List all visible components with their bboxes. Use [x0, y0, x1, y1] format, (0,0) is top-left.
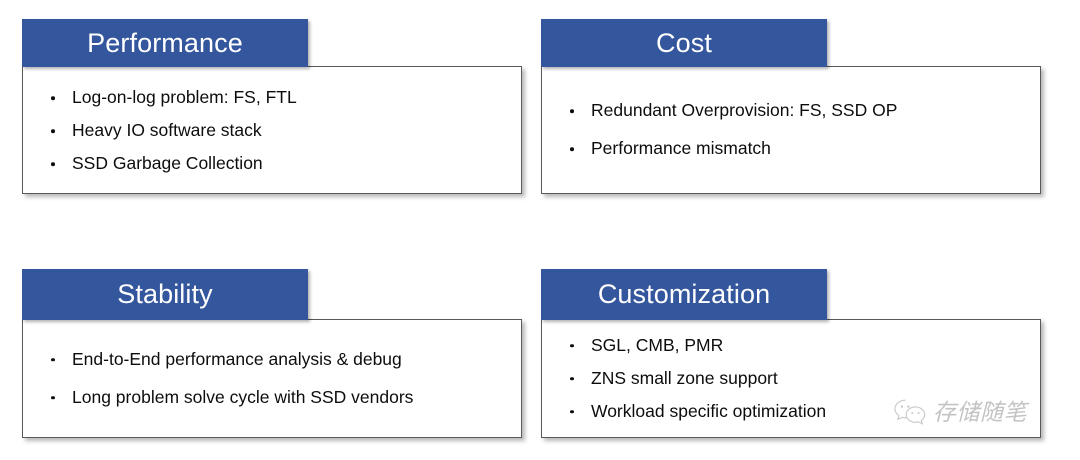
list-item-label: SSD Garbage Collection: [72, 153, 263, 174]
card-customization-bullet-list: SGL, CMB, PMR ZNS small zone support Wor…: [542, 329, 1040, 428]
card-cost-title: Cost: [656, 27, 712, 58]
card-performance-bullet-list: Log-on-log problem: FS, FTL Heavy IO sof…: [23, 82, 521, 181]
card-stability-banner: Stability: [22, 269, 308, 320]
bullet-dot-icon: [51, 129, 55, 133]
list-item: SGL, CMB, PMR: [542, 329, 1040, 362]
bullet-dot-icon: [570, 343, 574, 348]
card-stability-body: End-to-End performance analysis & debug …: [22, 319, 522, 438]
card-cost-bullet-list: Redundant Overprovision: FS, SSD OP Perf…: [542, 92, 1040, 168]
card-stability-bullet-list: End-to-End performance analysis & debug …: [23, 341, 521, 417]
list-item: Redundant Overprovision: FS, SSD OP: [542, 92, 1040, 130]
list-item: Performance mismatch: [542, 130, 1040, 168]
list-item-label: Log-on-log problem: FS, FTL: [72, 87, 297, 108]
list-item-label: SGL, CMB, PMR: [591, 334, 724, 355]
bullet-dot-icon: [51, 162, 55, 166]
list-item: Heavy IO software stack: [23, 115, 521, 148]
card-cost-banner: Cost: [541, 19, 827, 67]
list-item-label: Heavy IO software stack: [72, 120, 262, 141]
bullet-dot-icon: [570, 147, 574, 151]
bullet-dot-icon: [51, 395, 55, 400]
card-cost-body: Redundant Overprovision: FS, SSD OP Perf…: [541, 66, 1041, 194]
list-item-label: Workload specific optimization: [591, 400, 827, 421]
card-cost: Cost Redundant Overprovision: FS, SSD OP…: [541, 19, 1041, 194]
card-customization-body: SGL, CMB, PMR ZNS small zone support Wor…: [541, 319, 1041, 438]
card-stability: Stability End-to-End performance analysi…: [22, 269, 522, 438]
list-item: ZNS small zone support: [542, 362, 1040, 395]
bullet-dot-icon: [570, 376, 574, 381]
bullet-dot-icon: [570, 409, 574, 414]
card-performance-body: Log-on-log problem: FS, FTL Heavy IO sof…: [22, 66, 522, 194]
list-item-label: Performance mismatch: [591, 138, 771, 159]
list-item: Log-on-log problem: FS, FTL: [23, 82, 521, 115]
list-item: End-to-End performance analysis & debug: [23, 341, 521, 379]
card-stability-title: Stability: [117, 279, 213, 309]
list-item-label: ZNS small zone support: [591, 367, 778, 388]
list-item: Workload specific optimization: [542, 395, 1040, 428]
list-item: SSD Garbage Collection: [23, 148, 521, 181]
card-performance-banner: Performance: [22, 19, 308, 67]
card-performance-title: Performance: [87, 27, 243, 58]
bullet-dot-icon: [51, 96, 55, 100]
list-item: Long problem solve cycle with SSD vendor…: [23, 379, 521, 417]
bullet-dot-icon: [570, 109, 574, 113]
card-customization: Customization SGL, CMB, PMR ZNS small zo…: [541, 269, 1041, 438]
bullet-dot-icon: [51, 357, 55, 362]
list-item-label: End-to-End performance analysis & debug: [72, 348, 402, 369]
list-item-label: Long problem solve cycle with SSD vendor…: [72, 386, 414, 407]
list-item-label: Redundant Overprovision: FS, SSD OP: [591, 100, 898, 121]
card-performance: Performance Log-on-log problem: FS, FTL …: [22, 19, 522, 194]
card-customization-banner: Customization: [541, 269, 827, 320]
card-customization-title: Customization: [597, 279, 771, 309]
